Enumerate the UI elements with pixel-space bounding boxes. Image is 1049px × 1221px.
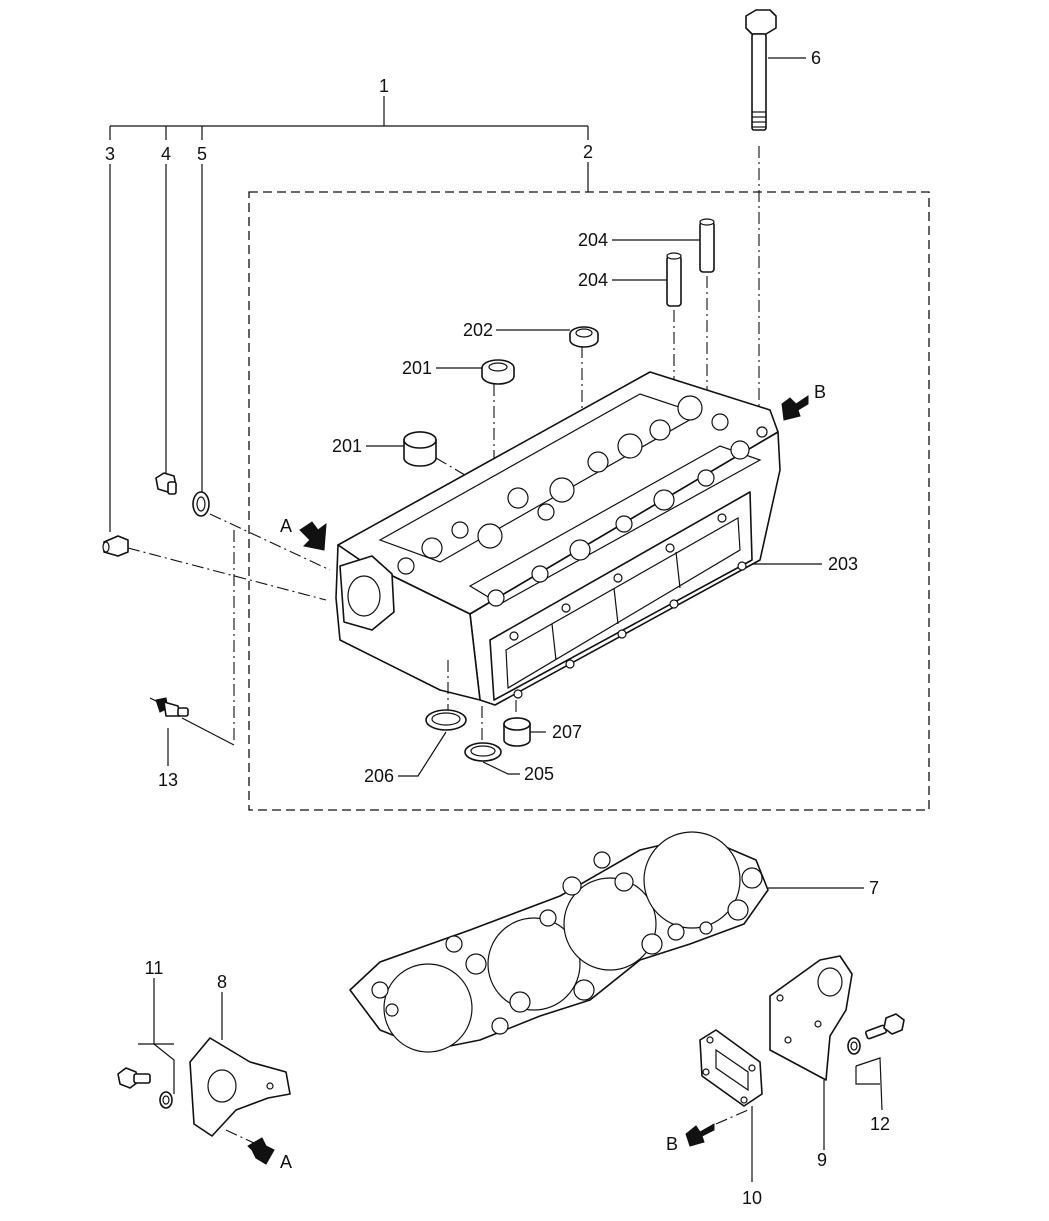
callout-201-lower: 201 <box>332 436 362 456</box>
callout-203: 203 <box>828 554 858 574</box>
callout-4: 4 <box>161 144 171 164</box>
callout-204-lower: 204 <box>578 270 608 290</box>
valve-seat-part-201-lower <box>366 431 471 479</box>
bolt-washer-part-11 <box>117 978 175 1109</box>
view-label-b-top: B <box>814 382 826 402</box>
callout-10: 10 <box>742 1188 762 1208</box>
view-label-a-top: A <box>280 516 292 536</box>
callout-2: 2 <box>583 142 593 162</box>
callout-206: 206 <box>364 766 394 786</box>
leader-lines-left <box>109 164 331 766</box>
callout-13: 13 <box>158 770 178 790</box>
sensor-part-13 <box>149 697 189 717</box>
callout-205: 205 <box>524 764 554 784</box>
callout-11: 11 <box>145 958 164 978</box>
view-label-b-bottom: B <box>666 1134 678 1154</box>
seal-ring-part-206 <box>398 709 467 777</box>
callout-5: 5 <box>197 144 207 164</box>
head-bolt-part-6 <box>745 9 806 412</box>
head-gasket-part-7 <box>349 831 864 1053</box>
cylinder-head-body <box>335 371 822 740</box>
callout-3: 3 <box>105 144 115 164</box>
hanger-bracket-part-8 <box>189 992 291 1145</box>
callout-8: 8 <box>217 972 227 992</box>
gasket-part-10 <box>699 1029 763 1182</box>
callout-201-upper: 201 <box>402 358 432 378</box>
assembly-bracket-1 <box>109 96 589 192</box>
plug-part-3 <box>102 535 129 557</box>
washer-part-5 <box>192 491 210 517</box>
view-arrow-a-bottom <box>247 1137 275 1165</box>
hanger-bracket-part-9 <box>769 955 853 1150</box>
callout-1: 1 <box>379 76 389 96</box>
callout-204-upper: 204 <box>578 230 608 250</box>
view-arrow-a-top <box>299 521 327 551</box>
callout-12: 12 <box>870 1114 890 1134</box>
callout-9: 9 <box>817 1150 827 1170</box>
view-arrow-b-bottom <box>685 1109 749 1147</box>
view-arrow-b-top <box>781 395 809 421</box>
plug-bolt-part-4 <box>155 472 177 495</box>
callout-7: 7 <box>869 878 879 898</box>
seal-ring-part-205 <box>464 742 520 775</box>
callout-6: 6 <box>811 48 821 68</box>
valve-seat-part-202 <box>496 326 599 440</box>
valve-seat-part-201-upper <box>436 359 515 470</box>
bolt-washer-part-12 <box>847 1013 905 1111</box>
callout-labels: 1 2 3 4 5 6 204 204 202 201 201 203 207 … <box>105 48 890 1208</box>
callout-202: 202 <box>463 320 493 340</box>
valve-guides-part-204 <box>612 218 715 402</box>
sub-assembly-frame <box>248 191 930 811</box>
view-label-a-bottom: A <box>280 1152 292 1172</box>
cup-plug-part-207 <box>503 717 546 747</box>
callout-207: 207 <box>552 722 582 742</box>
